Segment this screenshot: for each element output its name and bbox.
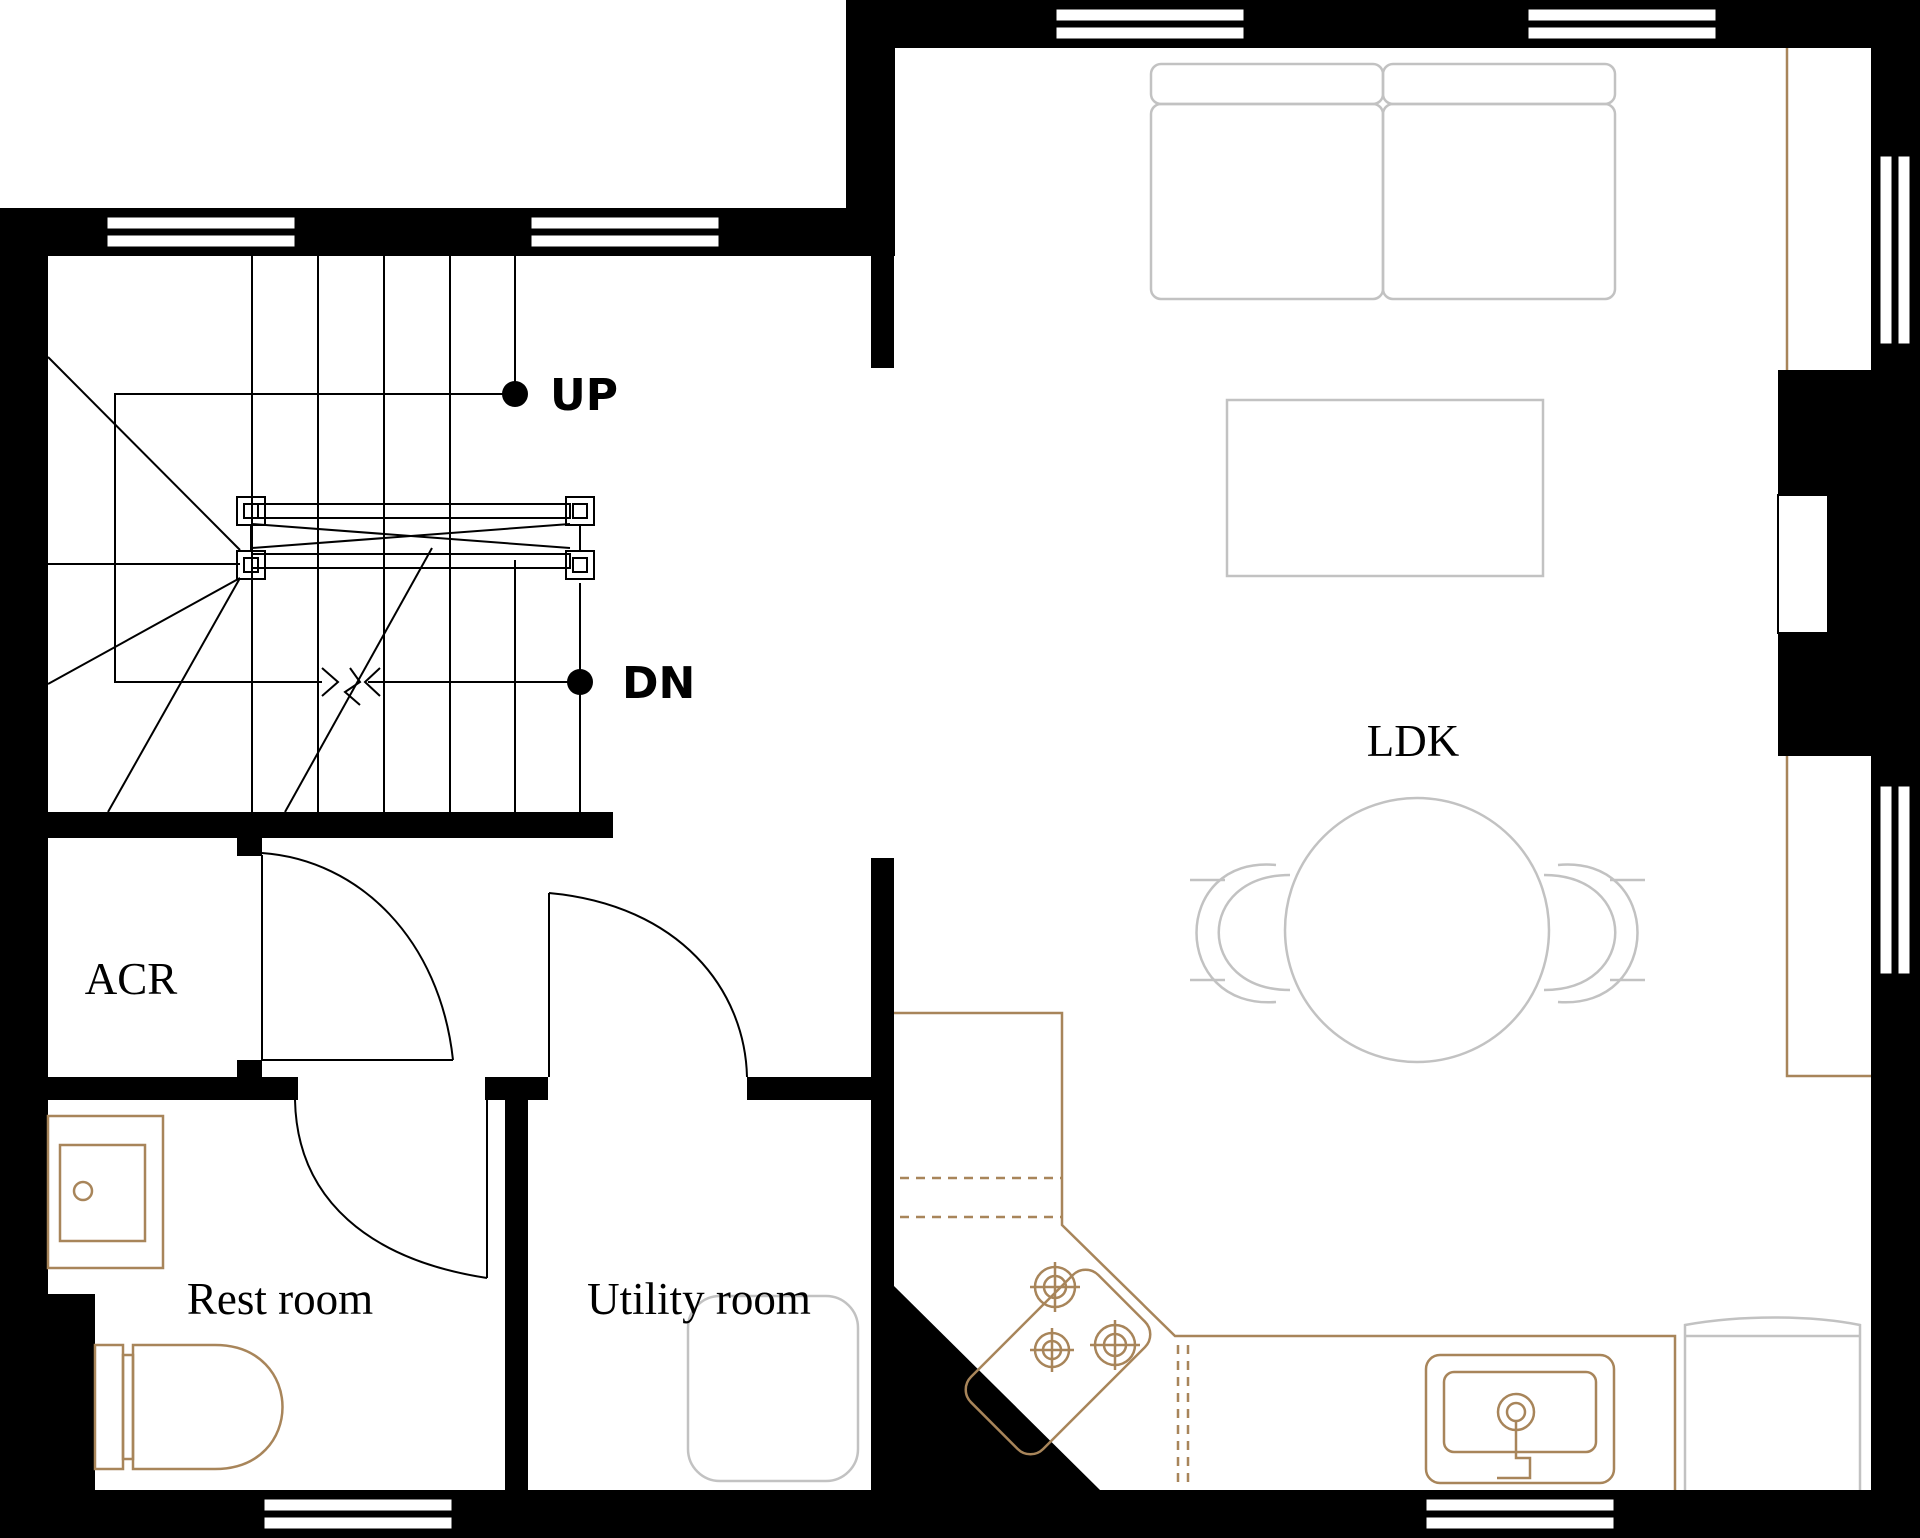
burner-1 xyxy=(1030,1262,1080,1312)
wall-left-outer xyxy=(0,208,48,1538)
staircase: UP DN xyxy=(47,256,695,813)
dining-table xyxy=(1283,796,1551,1064)
washing-machine xyxy=(686,1294,860,1483)
window-stair-2 xyxy=(528,214,722,250)
window-stair-1 xyxy=(104,214,298,250)
coffee-table xyxy=(1225,398,1545,578)
sofa xyxy=(1149,62,1617,301)
wall-top-right xyxy=(846,0,1920,48)
wall-mid-left xyxy=(485,1077,548,1100)
wall-door-jamb-acr-bottom xyxy=(237,1060,262,1080)
stove xyxy=(964,1262,1152,1456)
burner-2 xyxy=(1030,1328,1074,1372)
dining-set xyxy=(1190,796,1645,1064)
wall-acr-bottom xyxy=(48,1077,298,1100)
dining-chair-right xyxy=(1543,863,1645,1004)
refrigerator xyxy=(1683,1316,1862,1490)
window-right-2 xyxy=(1877,783,1913,977)
wall-interior-lower xyxy=(871,858,894,1490)
wall-door-jamb-acr-top xyxy=(237,836,262,856)
burner-3 xyxy=(1090,1320,1140,1370)
window-right-1 xyxy=(1877,153,1913,347)
stair-up-marker xyxy=(502,381,528,407)
wall-cabinet-lower xyxy=(1785,756,1871,1078)
window-pillar-opening xyxy=(1777,494,1829,634)
door-utility xyxy=(548,892,748,1078)
wall-utility-top xyxy=(747,1077,872,1100)
kitchen-counter xyxy=(894,1011,1677,1490)
room-label-acr: ACR xyxy=(85,954,178,1004)
hand-basin xyxy=(46,1114,165,1270)
window-bottom-2 xyxy=(1423,1496,1617,1532)
dining-chair-left xyxy=(1190,863,1291,1004)
room-label-rest-room: Rest room xyxy=(187,1274,373,1324)
windows xyxy=(104,6,1913,1532)
stair-up-label: UP xyxy=(550,370,618,421)
room-label-utility-room: Utility room xyxy=(587,1274,811,1324)
wall-restroom-corner xyxy=(48,1294,95,1490)
wall-interior-upper xyxy=(871,256,894,368)
room-label-ldk: LDK xyxy=(1367,716,1460,766)
window-bottom-1 xyxy=(261,1496,455,1532)
stair-down-label: DN xyxy=(622,658,695,709)
window-top-2 xyxy=(1525,6,1719,42)
window-top-1 xyxy=(1053,6,1247,42)
doors xyxy=(261,852,748,1279)
toilet xyxy=(93,1343,284,1471)
door-restroom xyxy=(294,1099,488,1279)
door-acr xyxy=(261,852,454,1061)
wall-stair-bottom xyxy=(48,812,613,838)
wall-kitchen-diagonal xyxy=(894,1286,1100,1490)
stair-handrail xyxy=(236,496,595,580)
stair-down-marker xyxy=(567,669,593,695)
wall-restroom-utility xyxy=(505,1098,528,1490)
kitchen-sink xyxy=(1424,1353,1616,1485)
